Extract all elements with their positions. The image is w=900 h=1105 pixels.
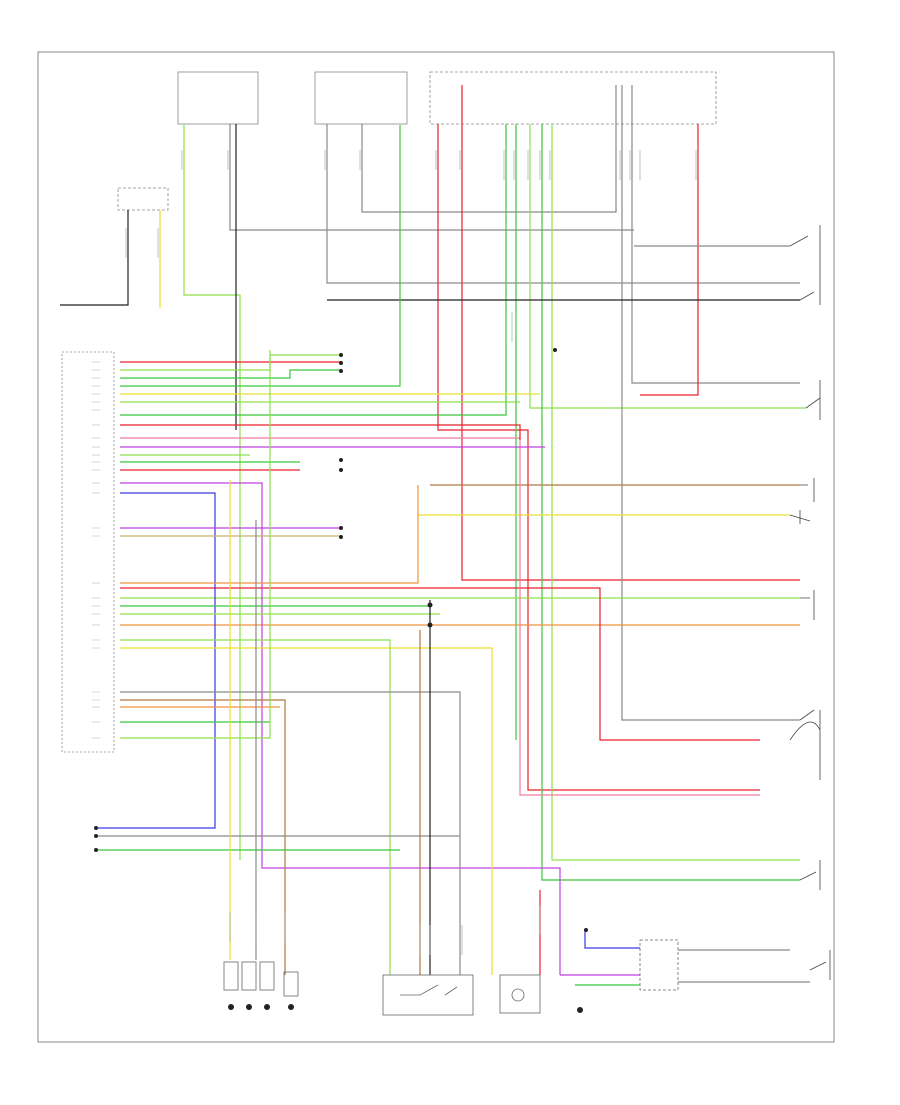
ecm-wire-brown-1 xyxy=(120,699,286,975)
solenoid-box xyxy=(499,974,541,1014)
switch-icon xyxy=(805,380,821,420)
tag-marks-top xyxy=(125,150,697,955)
range-switch-box xyxy=(382,974,474,1016)
ecm-wire-yellow-2 xyxy=(120,647,493,975)
connector-icon xyxy=(223,961,239,991)
right-switches xyxy=(789,225,831,980)
ecm-wire-green-2 xyxy=(120,125,401,387)
wire-gray-v2 xyxy=(326,124,800,284)
connector-icon xyxy=(241,961,257,991)
ecm-wire-orange-1 xyxy=(120,485,419,584)
ecm-wire-lime-5 xyxy=(120,639,391,975)
switch-icon xyxy=(800,590,815,620)
splice-icon xyxy=(339,526,343,530)
wire-black-v2 xyxy=(60,210,129,306)
wire-gray-v1 xyxy=(229,124,634,231)
relay-box-bottom xyxy=(639,939,679,991)
splice-icon xyxy=(339,458,343,462)
splice-icon xyxy=(427,602,433,608)
switch-icon xyxy=(400,984,458,996)
top-vertical-wires xyxy=(60,85,806,881)
relay-box-right xyxy=(429,71,717,125)
wire-gray-v4 xyxy=(621,85,800,721)
fuse-box-left xyxy=(177,71,259,125)
fuse-box-center xyxy=(314,71,408,125)
splice-icon xyxy=(553,348,557,352)
wire-tags xyxy=(125,150,697,955)
splice-icon xyxy=(339,468,343,472)
switch-icon xyxy=(789,709,821,780)
ecm-wire-violet-2 xyxy=(120,482,561,975)
wire-gray-v5 xyxy=(631,85,800,384)
wire-lime-v3 xyxy=(551,124,800,861)
ecm-wire-red-2 xyxy=(120,424,521,440)
switch-icon xyxy=(789,510,811,524)
switch-icon xyxy=(800,478,815,502)
diagram-border xyxy=(37,51,835,1043)
ecm-wire-lime-6 xyxy=(120,350,271,739)
splice-icon xyxy=(339,353,343,357)
connector-icon xyxy=(259,961,275,991)
bottom-components xyxy=(223,930,810,1016)
splice-icon xyxy=(94,848,98,852)
switch-icon xyxy=(799,291,815,301)
top-component-boxes xyxy=(117,71,717,211)
wire-green-v1 xyxy=(120,124,507,416)
junction-box xyxy=(117,187,169,211)
ecm-pin-ticks xyxy=(92,361,100,739)
splice-icon xyxy=(94,826,98,830)
blue-to-relay xyxy=(584,930,640,949)
wire-red-v2 xyxy=(461,85,800,581)
splice-icon xyxy=(339,361,343,365)
connector-icon xyxy=(283,971,299,997)
grounds xyxy=(228,1004,583,1013)
switch-icon xyxy=(789,225,821,305)
wire-red-h2 xyxy=(120,587,760,741)
ground-icon xyxy=(246,1004,252,1010)
switch-icon xyxy=(799,860,821,890)
wire-red-v3 xyxy=(640,124,699,396)
splice-icon xyxy=(427,622,433,628)
ground-icon xyxy=(264,1004,270,1010)
wire-pink-h1 xyxy=(120,437,760,796)
splice-icon xyxy=(339,535,343,539)
wire-lime-v1 xyxy=(183,124,241,860)
splice-icon xyxy=(584,928,588,932)
ecm-wire-blue-1 xyxy=(95,492,216,829)
splice-icon xyxy=(94,834,98,838)
ground-icon xyxy=(288,1004,294,1010)
right-side-wires xyxy=(120,245,800,796)
splices xyxy=(94,348,588,932)
wire-red-v1 xyxy=(437,124,760,791)
engine-control-module xyxy=(61,351,115,753)
ecm-pin-marks xyxy=(92,361,100,739)
diode-icon xyxy=(511,988,525,1002)
wire-green-v3 xyxy=(541,124,800,881)
ground-icon xyxy=(577,1007,583,1013)
wire-gray-v3 xyxy=(361,85,617,213)
switch-icon xyxy=(809,950,831,980)
ground-icon xyxy=(228,1004,234,1010)
wire-lime-v2 xyxy=(529,124,806,409)
ecm-wire-green-1 xyxy=(120,369,340,379)
ecm-wire-gray-1 xyxy=(120,691,461,975)
ecm-wires xyxy=(95,125,561,975)
splice-icon xyxy=(339,369,343,373)
